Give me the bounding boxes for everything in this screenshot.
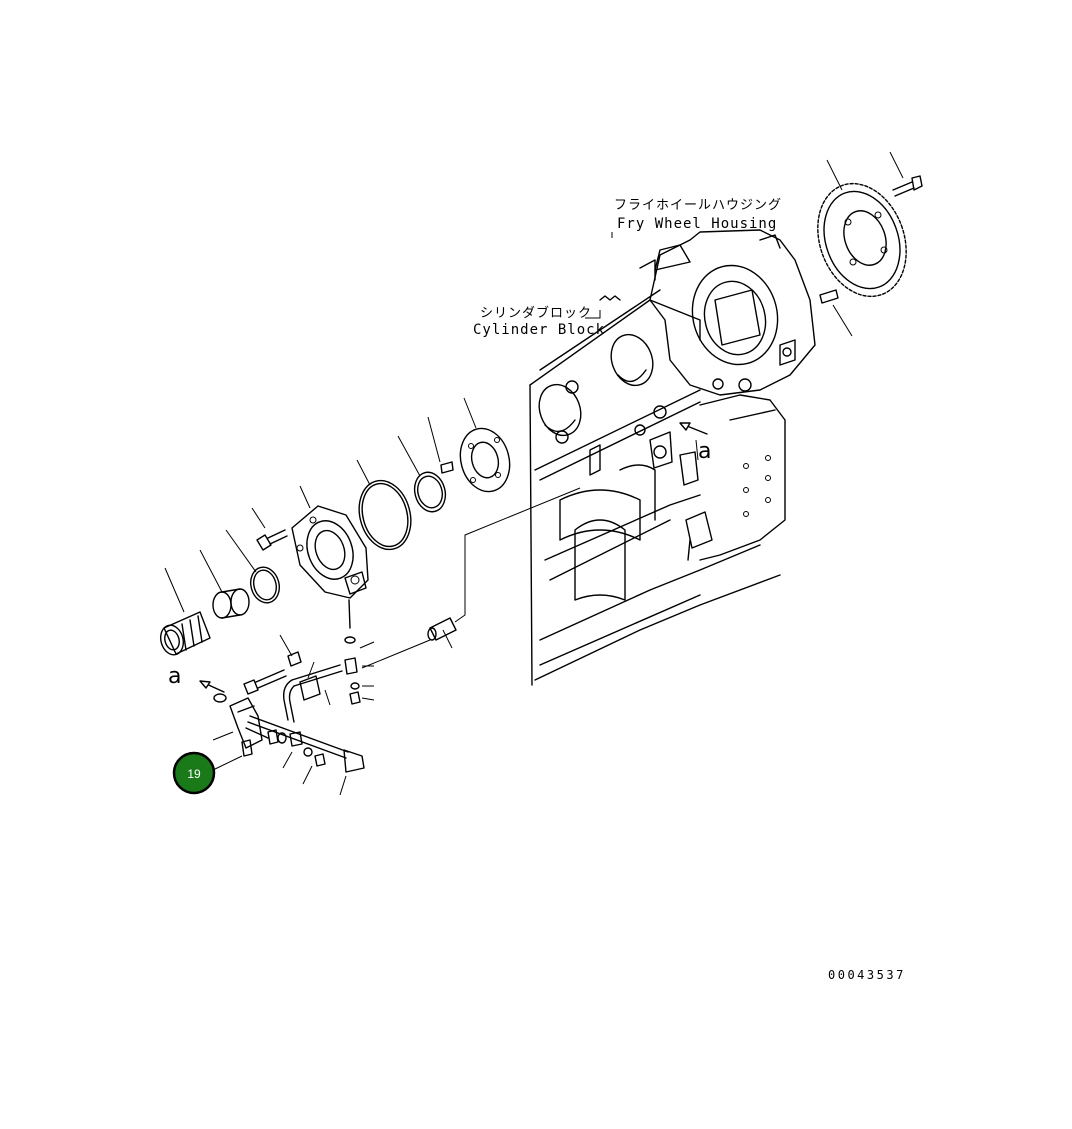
engine-block-drawing [529,229,816,686]
cylinder-block-leader [585,310,601,319]
callout-19[interactable]: 19 [172,751,216,795]
callout-19-badge[interactable] [172,751,216,795]
flywheel-housing-label-en: Fry Wheel Housing [617,216,777,232]
cylinder-block-label-en: Cylinder Block [473,322,605,338]
document-number: 00043537 [828,968,906,982]
exploded-components-drawing [159,422,708,773]
view-a-marker-left: a [168,664,181,689]
cylinder-block-label-jp: シリンダブロック [480,305,592,321]
leader-lines [164,151,904,796]
callout-19-number[interactable]: 19 [187,767,201,781]
view-a-marker-right: a [698,439,711,464]
flywheel-housing-label-jp: フライホイールハウジング [614,198,782,213]
ring-gear-drawing [817,175,923,304]
